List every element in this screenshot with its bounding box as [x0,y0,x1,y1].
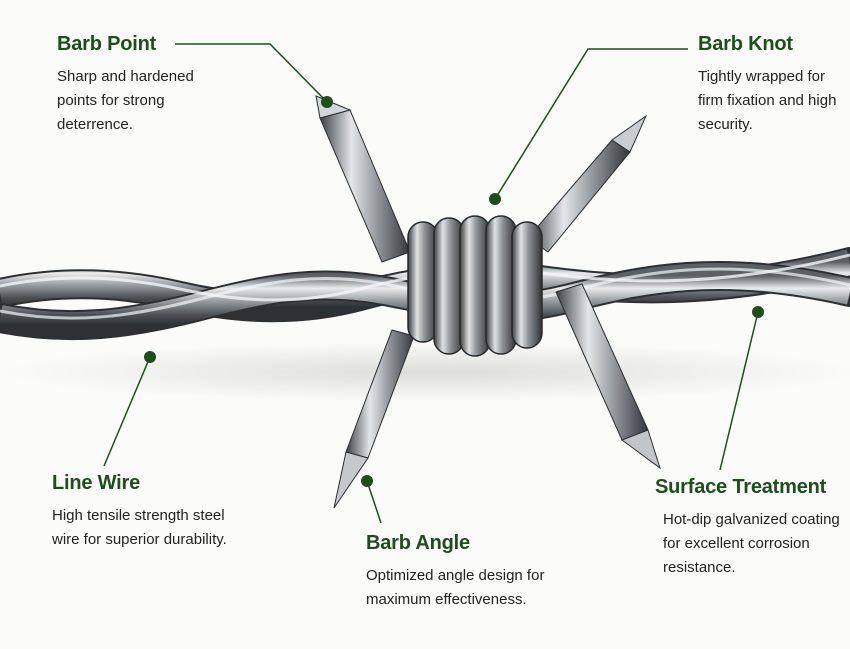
callout-description: Hot-dip galvanized coating for excellent… [663,511,840,576]
leader-surface-treatment [719,311,759,471]
wire-shadow [0,342,850,402]
callout-barb-point: Barb Point Sharp and hardened points for… [57,33,232,137]
callout-barb-angle: Barb Angle Optimized angle design for ma… [366,532,546,612]
dot-barb-point [321,96,333,108]
leader-line-wire [103,356,151,467]
dot-surface-treatment [752,306,764,318]
callout-barb-knot: Barb Knot Tightly wrapped for firm fixat… [698,33,848,137]
leader-barb-knot [494,48,688,200]
barb-lower-left [333,329,415,509]
leader-lines [103,43,759,524]
callout-title: Barb Point [57,33,157,55]
dot-barb-knot [489,193,501,205]
callout-title: Barb Angle [366,532,470,554]
callout-title: Barb Knot [698,33,793,55]
callout-description: Tightly wrapped for firm fixation and hi… [698,68,837,133]
callout-description: Sharp and hardened points for strong det… [57,68,194,133]
leader-barb-angle [366,480,382,524]
callout-description: Optimized angle design for maximum effec… [366,567,545,608]
barb-upper-left [315,95,411,263]
callout-description: High tensile strength steel wire for sup… [52,507,227,548]
barb-upper-right [527,114,648,253]
dot-line-wire [144,351,156,363]
leader-dots [144,96,764,487]
dot-barb-angle [361,475,373,487]
barb-lower-right [555,283,661,470]
callout-title: Surface Treatment [655,476,827,498]
leader-barb-point [175,43,328,103]
callout-surface-treatment: Surface Treatment Hot-dip galvanized coa… [655,476,845,580]
line-wire [0,247,850,341]
callout-title: Line Wire [52,472,141,494]
callout-line-wire: Line Wire High tensile strength steel wi… [52,472,227,552]
barb-knot-coil [407,215,543,357]
